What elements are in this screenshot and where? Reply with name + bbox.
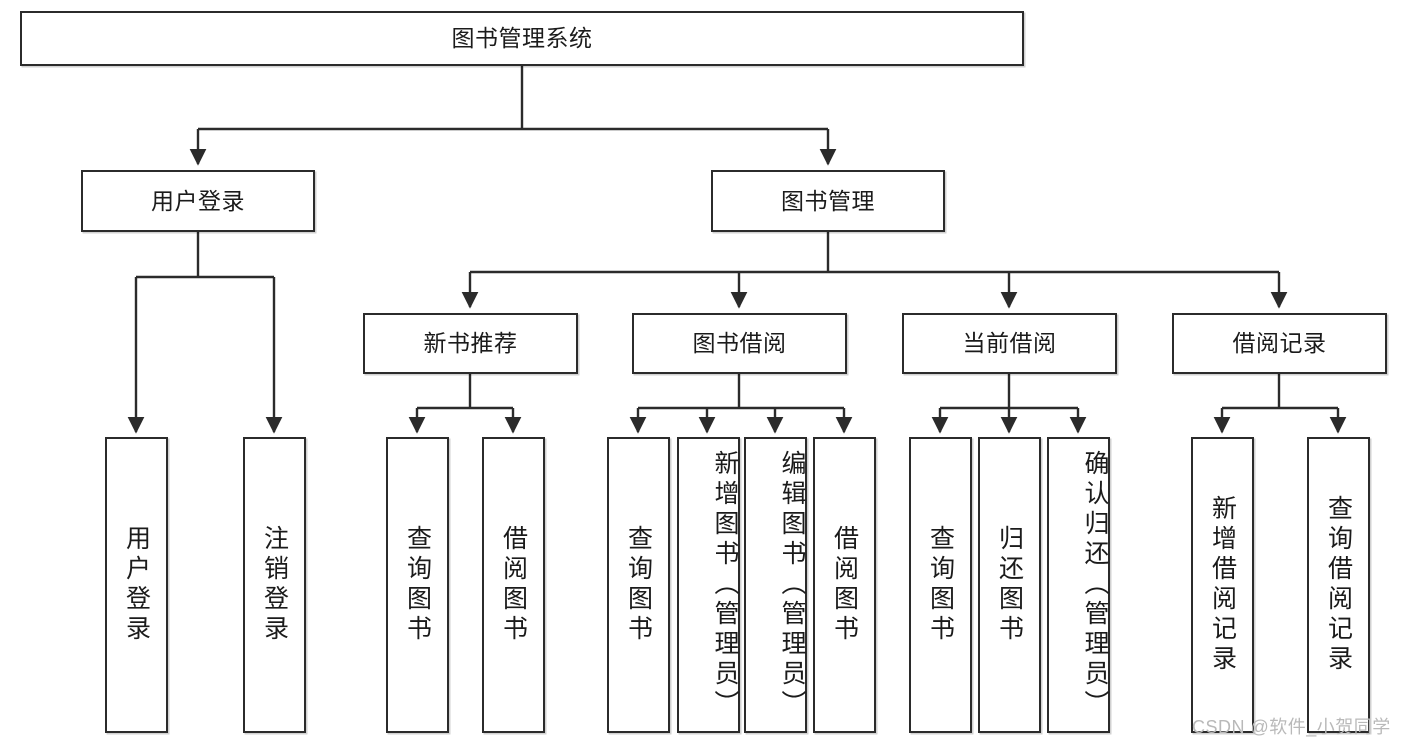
node-label: 图书借阅 [692,330,787,356]
leaf-bb-edit-book-admin[interactable]: 编辑图书（管理员） [744,437,807,733]
leaf-bb-borrow-book[interactable]: 借阅图书 [813,437,876,733]
node-label: 查询借阅记录 [1324,495,1353,675]
node-label: 新增借阅记录 [1208,495,1237,675]
node-current-borrow[interactable]: 当前借阅 [902,313,1117,374]
node-label: 用户登录 [151,187,245,214]
node-new-book-recommend[interactable]: 新书推荐 [363,313,578,374]
csdn-watermark: CSDN @软件_小贺同学 [1192,717,1391,737]
leaf-br-query-record[interactable]: 查询借阅记录 [1307,437,1370,733]
node-label: 归还图书 [995,525,1024,645]
node-label: 查询图书 [926,525,955,645]
leaf-logout[interactable]: 注销登录 [243,437,306,733]
node-label: 图书管理 [781,187,875,214]
node-label: 借阅记录 [1232,330,1327,356]
node-label: 编辑图书（管理员） [778,450,806,720]
leaf-nb-query-book[interactable]: 查询图书 [386,437,449,733]
leaf-bb-add-book-admin[interactable]: 新增图书（管理员） [677,437,740,733]
node-label: 查询图书 [624,525,653,645]
node-borrow-record[interactable]: 借阅记录 [1172,313,1387,374]
leaf-nb-borrow-book[interactable]: 借阅图书 [482,437,545,733]
node-label: 确认归还（管理员） [1081,450,1109,720]
node-label: 新增图书（管理员） [711,450,739,720]
node-label: 当前借阅 [962,330,1057,356]
node-label: 图书管理系统 [451,25,593,51]
leaf-cb-return-book[interactable]: 归还图书 [978,437,1041,733]
node-book-manage[interactable]: 图书管理 [711,170,945,232]
leaf-br-add-record[interactable]: 新增借阅记录 [1191,437,1254,733]
node-label: 用户登录 [122,525,151,645]
node-user-login[interactable]: 用户登录 [81,170,315,232]
node-label: 新书推荐 [423,330,518,356]
node-label: 注销登录 [260,525,289,645]
node-label: 查询图书 [403,525,432,645]
leaf-cb-confirm-return-admin[interactable]: 确认归还（管理员） [1047,437,1110,733]
leaf-bb-query-book[interactable]: 查询图书 [607,437,670,733]
node-root-system[interactable]: 图书管理系统 [20,11,1024,66]
node-label: 借阅图书 [499,525,528,645]
node-label: 借阅图书 [830,525,859,645]
leaf-user-login[interactable]: 用户登录 [105,437,168,733]
node-book-borrow[interactable]: 图书借阅 [632,313,847,374]
leaf-cb-query-book[interactable]: 查询图书 [909,437,972,733]
